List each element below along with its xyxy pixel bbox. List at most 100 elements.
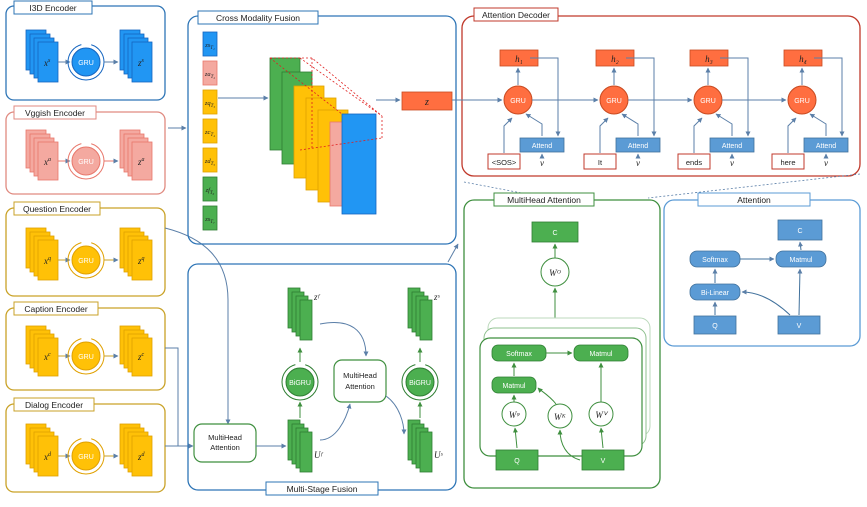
token-column: zsT₁ zaT₂ zqT₃ zcT₄ zdT₅ zfT₆ zsT₇ (202, 31, 218, 231)
fused-slab-stack (269, 57, 377, 215)
token-label-6: zfT₆ (205, 187, 215, 196)
token-label-4: zcT₄ (204, 129, 215, 138)
question-output-symbol: zq (137, 256, 145, 266)
vggish-output-stack (119, 129, 153, 181)
multi-stage-fusion: Multi-Stage Fusion MultiHead Attention U… (187, 243, 459, 496)
att-q-box (693, 315, 737, 335)
mha-left-box (193, 423, 257, 463)
wk-label: Wᴷ (554, 412, 566, 422)
cross-modality-fusion: Cross Modality Fusion zsT₁zaT₂zqT₃zcT₄zd… (187, 10, 457, 245)
vggish-gru-circle (71, 146, 101, 176)
token-4 (202, 118, 218, 144)
token-label-7: zsT₇ (204, 216, 215, 225)
mha-q-label: Q (514, 458, 520, 465)
decoder-gru-label-2: GRU (606, 98, 622, 105)
decoder-gru-circle-4 (787, 85, 817, 115)
decoder-token-box-3 (677, 153, 711, 170)
attention-guide-lines (269, 57, 383, 151)
dialog-gru-label: GRU (78, 454, 94, 461)
us-stack (407, 419, 433, 473)
mha-mid-box (333, 359, 387, 403)
i3d-encoder: I3D Encoder xs GRU zs (5, 0, 166, 101)
multihead-attention-detail: MultiHead Attention C Wᴼ Softmax Matmul … (463, 173, 861, 489)
dialog-output-stack (119, 423, 153, 477)
token-7 (202, 205, 218, 231)
i3d-gru-circle (71, 47, 101, 77)
att-bilinear-label: Bi-Linear (701, 290, 730, 297)
caption-encoder: Caption Encoder xc GRU zc (5, 301, 166, 391)
vggish-output-symbol: za (137, 157, 145, 167)
decoder-token-box-2 (583, 153, 617, 170)
token-label-1: zsT₁ (204, 42, 215, 51)
decoder-attend-box-3 (709, 137, 755, 153)
mha-matmul-bottom-box (491, 376, 537, 394)
decoder-gru-label-4: GRU (794, 98, 810, 105)
dialog-encoder: Dialog Encoder xd GRU zd (5, 397, 166, 493)
mha-q-box (495, 449, 539, 471)
fused-output-label: z (424, 97, 429, 108)
caption-gru-label: GRU (78, 354, 94, 361)
token-6 (202, 176, 218, 202)
decoder-h-label-3: h₃ (705, 54, 713, 64)
attention-detail: Attention C Softmax Matmul Bi-Linear Q V (663, 192, 861, 347)
caption-input-symbol: xc (43, 352, 51, 362)
att-c-box (777, 219, 823, 241)
mha-mid-label-2: Attention (345, 382, 375, 391)
decoder-attend-label-3: Attend (722, 143, 742, 150)
zf-stack (287, 287, 313, 341)
mha-c-label: C (552, 230, 557, 237)
att-softmax-label: Softmax (702, 257, 728, 264)
token-label-2: zaT₂ (204, 71, 216, 80)
decoder-token-label-2: It (598, 158, 603, 167)
dialog-input-symbol: xd (43, 452, 52, 462)
att-v-box (777, 315, 821, 335)
bigru-right-circle (405, 367, 435, 397)
vggish-encoder-title: Vggish Encoder (25, 108, 85, 118)
uf-stack (287, 419, 313, 473)
decoder-token-label-4: here (780, 158, 795, 167)
decoder-v-label-2: v (636, 158, 640, 168)
mha-v-box (581, 449, 625, 471)
decoder-v-label-4: v (824, 158, 828, 168)
decoder-h-label-4: h₄ (799, 54, 807, 64)
mha-softmax-label: Softmax (506, 351, 532, 358)
i3d-input-symbol: xs (43, 58, 51, 68)
caption-output-stack (119, 325, 153, 377)
dialog-gru-circle (71, 441, 101, 471)
att-q-label: Q (712, 323, 718, 330)
decoder-gru-label-1: GRU (510, 98, 526, 105)
multi-stage-title: Multi-Stage Fusion (287, 484, 358, 494)
decoder-v-label-3: v (730, 158, 734, 168)
i3d-gru-label: GRU (78, 60, 94, 67)
vggish-input-symbol: xa (43, 157, 51, 167)
zs-stack (407, 287, 433, 341)
mha-detail-title: MultiHead Attention (507, 195, 581, 205)
decoder-h-label-1: h₁ (515, 54, 523, 64)
wo-label: Wᴼ (549, 268, 561, 278)
question-to-mha-arrow (164, 227, 231, 425)
bigru-left-label: BiGRU (289, 380, 311, 387)
vggish-gru-label: GRU (78, 159, 94, 166)
att-c-label: C (797, 228, 802, 235)
token-label-5: zdT₅ (204, 158, 216, 167)
vggish-encoder: Vggish Encoder xa GRU za (5, 105, 166, 195)
question-encoder: Question Encoder xq GRU zq (5, 201, 166, 297)
mha-mid-label-1: MultiHead (343, 371, 377, 380)
decoder-gru-label-3: GRU (700, 98, 716, 105)
dialog-input-stack (25, 423, 59, 477)
caption-gru-circle (71, 341, 101, 371)
mha-v-label: V (601, 458, 606, 465)
wk-circle (547, 403, 573, 429)
caption-output-symbol: zc (137, 352, 145, 362)
mha-matmul-top-box (573, 344, 629, 362)
attention-detail-title: Attention (737, 195, 771, 205)
question-gru-label: GRU (78, 258, 94, 265)
caption-input-stack (25, 325, 59, 377)
mha-c-box (531, 221, 579, 243)
i3d-input-stack (25, 29, 59, 83)
token-label-3: zqT₃ (204, 100, 216, 109)
question-gru-circle (71, 245, 101, 275)
decoder-attend-box-4 (803, 137, 849, 153)
